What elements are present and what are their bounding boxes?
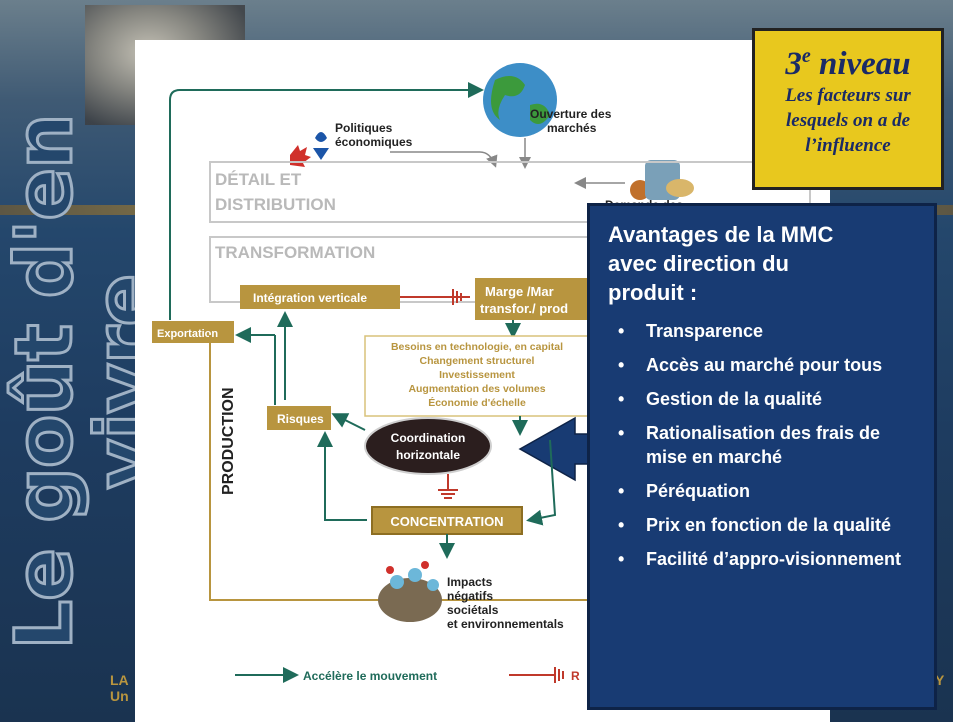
- footer-left: LA Un: [110, 672, 129, 704]
- detail-label-1: DÉTAIL ET: [215, 170, 302, 189]
- bullet-icon: •: [618, 423, 625, 443]
- advantages-panel: Avantages de la MMC avec direction du pr…: [587, 203, 937, 710]
- list-item-text: Accès au marché pour tous: [646, 355, 883, 375]
- advantages-title-line-3: produit :: [608, 280, 698, 305]
- level-word: niveau: [818, 46, 911, 82]
- coordination-label-2: horizontale: [396, 448, 460, 462]
- advantages-list: • Transparence • Accès au marché pour tous…: [608, 319, 922, 571]
- list-item-text: Gestion de la qualité: [646, 389, 823, 409]
- concentration-label: CONCENTRATION: [390, 514, 503, 529]
- list-item: • Transparence: [608, 319, 922, 343]
- production-frame: [209, 335, 775, 601]
- risques-box: [267, 406, 331, 430]
- marge-box: [475, 278, 595, 320]
- bullet-icon: •: [618, 321, 625, 341]
- list-item: • Péréquation: [608, 479, 922, 503]
- integration-label: Intégration verticale: [253, 291, 367, 305]
- marge-label-1: Marge /Mar: [485, 284, 554, 299]
- list-item-text: Facilité d’appro-visionnement: [646, 549, 902, 569]
- besoins-line-1: Besoins en technologie, en capital: [391, 341, 563, 353]
- marge-label-2: transfor./ prod: [480, 301, 568, 316]
- list-item: • Rationalisation des frais de mise en ma…: [608, 421, 922, 469]
- bullet-icon: •: [618, 481, 625, 501]
- bullet-icon: •: [618, 549, 625, 569]
- integration-box: [240, 285, 400, 309]
- list-item-text: Transparence: [646, 321, 764, 341]
- advantages-title: Avantages de la MMC avec direction du pr…: [608, 220, 922, 307]
- advantages-title-line-2: avec direction du: [608, 251, 789, 276]
- besoins-box: [364, 335, 591, 417]
- besoins-line-3: Investissement: [439, 369, 515, 381]
- list-item: • Prix en fonction de la qualité: [608, 513, 922, 537]
- level-callout: 3e niveau Les facteurs sur lesquels on a…: [752, 28, 944, 190]
- exportation-box: [152, 321, 234, 343]
- pollution-icon: [378, 561, 442, 622]
- detail-box: [209, 161, 811, 223]
- politiques-label-2: économiques: [335, 135, 413, 149]
- impacts-label-2: négatifs: [447, 589, 493, 603]
- bullet-icon: •: [618, 389, 625, 409]
- production-label: PRODUCTION: [220, 387, 237, 495]
- footer-line-2: Un: [110, 688, 129, 704]
- advantages-title-line-1: Avantages de la MMC: [608, 222, 834, 247]
- level-superscript: e: [801, 45, 811, 67]
- bullet-icon: •: [618, 515, 625, 535]
- bullet-icon: •: [618, 355, 625, 375]
- list-item-text: Prix en fonction de la qualité: [646, 515, 892, 535]
- list-item-text: Péréquation: [646, 481, 751, 501]
- list-item-text: Rationalisation des frais de mise en mar…: [646, 423, 881, 467]
- level-subtitle-1: Les facteurs sur: [785, 85, 911, 106]
- list-item: • Facilité d’appro-visionnement: [608, 547, 922, 571]
- list-item: • Accès au marché pour tous: [608, 353, 922, 377]
- level-subtitle-3: l’influence: [805, 135, 891, 156]
- legend-r-label: R: [571, 669, 580, 683]
- besoins-line-4: Augmentation des volumes: [408, 383, 545, 395]
- coordination-ellipse: [364, 417, 492, 475]
- impacts-label-3: sociétals: [447, 603, 499, 617]
- politiques-label-1: Politiques: [335, 121, 393, 135]
- vertical-title: Le goût d'en vivre: [0, 113, 172, 651]
- level-subtitle-2: lesquels on a de: [785, 110, 911, 131]
- globe-icon: [483, 63, 557, 137]
- footer-line-1: LA: [110, 672, 129, 688]
- ouverture-label-1: Ouverture des: [530, 107, 612, 121]
- impacts-label-1: Impacts: [447, 575, 493, 589]
- coordination-label-1: Coordination: [391, 431, 466, 445]
- vegetables-icon: [630, 160, 694, 200]
- transformation-label: TRANSFORMATION: [215, 243, 375, 262]
- export-loop-arrow: [169, 82, 484, 320]
- risques-label: Risques: [277, 412, 324, 426]
- footer-right: Y: [935, 672, 945, 688]
- level-number: 3: [785, 46, 802, 82]
- besoins-line-5: Économie d'échelle: [428, 396, 526, 409]
- concentration-box: [371, 506, 523, 535]
- level-title: 3e niveau: [755, 37, 941, 83]
- list-item: • Gestion de la qualité: [608, 387, 922, 411]
- detail-label-2: DISTRIBUTION: [215, 195, 336, 214]
- legend-accelere-label: Accélère le mouvement: [303, 669, 437, 683]
- ouverture-label-2: marchés: [547, 121, 597, 135]
- besoins-line-2: Changement structurel: [420, 355, 535, 367]
- impacts-label-4: et environnementals: [447, 617, 564, 631]
- politiques-arrow: [390, 151, 498, 168]
- exportation-label: Exportation: [157, 328, 218, 340]
